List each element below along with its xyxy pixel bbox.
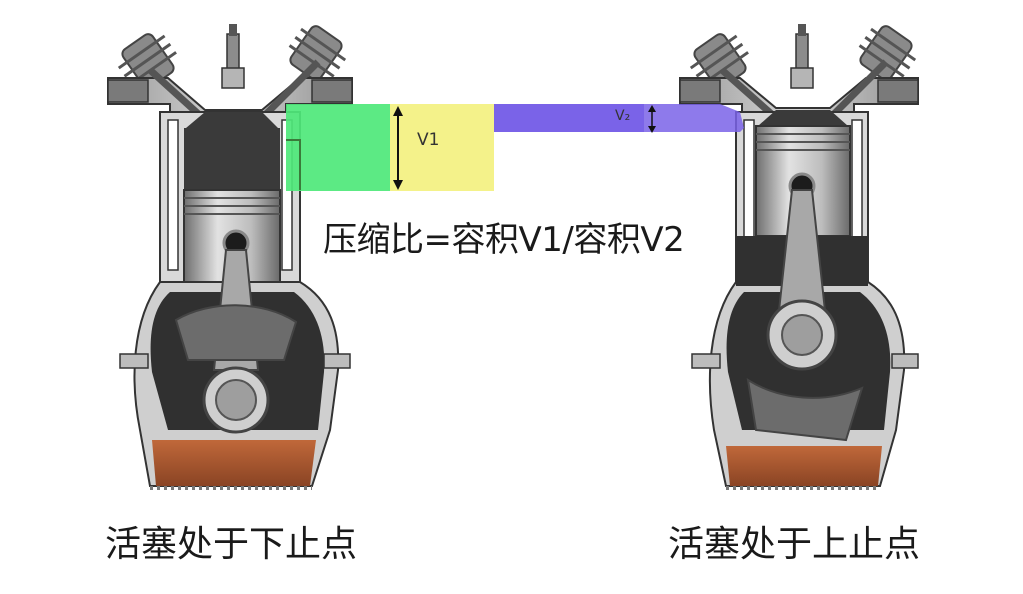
v2-volume-indicator [494, 104, 744, 133]
caption-top-dead-center: 活塞处于上止点 [668, 524, 921, 565]
v2-label: V₂ [615, 108, 631, 124]
compression-ratio-formula: 压缩比=容积V1/容积V2 [323, 220, 685, 260]
v1-green-block [286, 104, 390, 191]
left-spark-plug [221, 24, 245, 89]
v1-label: V1 [417, 130, 440, 150]
left-crankshaft [174, 304, 298, 434]
caption-bottom-dead-center: 活塞处于下止点 [105, 524, 358, 565]
v1-yellow-block [390, 104, 494, 191]
left-exhaust-valve [259, 59, 321, 121]
v2-purple-band [494, 104, 644, 132]
left-cylinder-volume [184, 128, 280, 190]
right-intake-port [679, 79, 721, 103]
left-exhaust-port [311, 79, 353, 103]
right-intake-valve [719, 67, 779, 121]
right-combustion-chamber [758, 110, 848, 126]
right-crankshaft [746, 299, 864, 442]
left-oil-sump [152, 440, 316, 486]
right-spark-plug [790, 24, 814, 89]
left-exhaust-valve-spring [288, 25, 347, 81]
right-exhaust-port [877, 79, 919, 103]
v1-volume-indicator [286, 104, 494, 191]
engine-left-bdc [107, 24, 353, 490]
right-exhaust-valve [827, 59, 889, 121]
left-intake-port [107, 79, 149, 103]
right-exhaust-valve-spring [858, 25, 917, 81]
right-intake-valve-spring [689, 33, 749, 89]
left-combustion-chamber [186, 112, 278, 128]
right-oil-sump [726, 446, 882, 486]
engine-right-tdc [679, 24, 919, 490]
